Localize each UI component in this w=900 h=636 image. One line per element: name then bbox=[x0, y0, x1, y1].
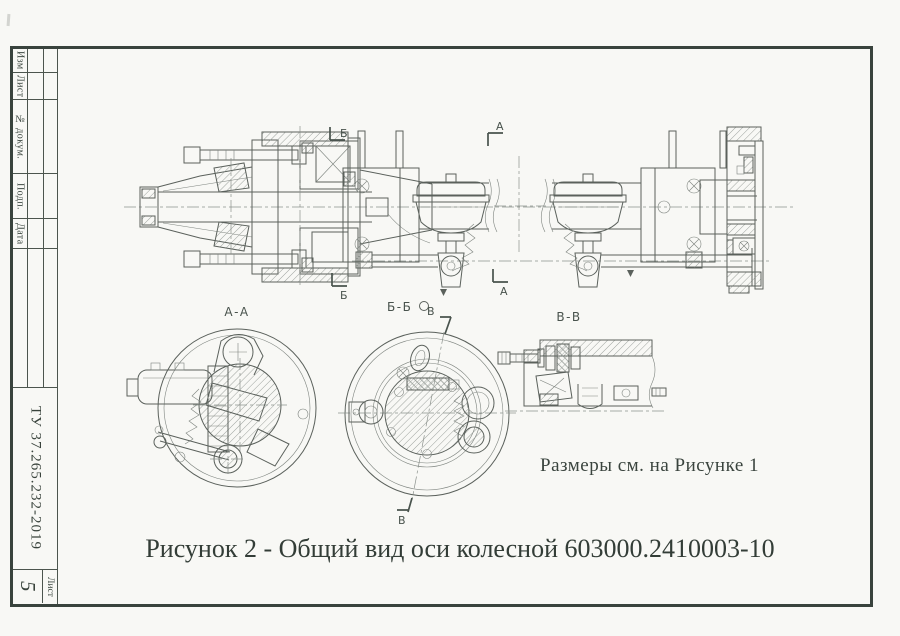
stamp-row-list: Лист bbox=[13, 73, 57, 100]
stamp-row-podp: Подп. bbox=[13, 174, 57, 219]
sheet-label: Лист bbox=[45, 576, 55, 597]
stamp-label-data: Дата bbox=[14, 222, 26, 245]
stamp-column: Изм Лист № докум. Подп. Дата ТУ 37.265.2… bbox=[13, 49, 58, 604]
stamp-row-docnum: № докум. bbox=[13, 100, 57, 174]
stamp-label-list: Лист bbox=[14, 74, 26, 98]
sheet-number: 5 bbox=[16, 581, 40, 592]
stamp-sheet-row: 5 Лист bbox=[13, 570, 57, 603]
sheet-label-cell: Лист bbox=[43, 570, 57, 603]
cut-letter-v: В bbox=[427, 305, 435, 318]
brake-chamber-right bbox=[549, 173, 703, 288]
cut-marker-v-top: В bbox=[427, 305, 452, 335]
section-label-v-v: В-В bbox=[556, 310, 581, 324]
section-label-b-b: Б-Б bbox=[387, 300, 412, 314]
section-label-a-a: А-А bbox=[224, 305, 249, 319]
stamp-label-izm: Изм bbox=[14, 51, 26, 70]
stamp-label-podp: Подп. bbox=[14, 182, 26, 210]
stamp-row-data: Дата bbox=[13, 219, 57, 249]
cut-marker-a-bottom: А bbox=[492, 269, 508, 298]
drawing-frame: Изм Лист № докум. Подп. Дата ТУ 37.265.2… bbox=[10, 46, 873, 607]
main-assembly-view: Б Б А А bbox=[124, 120, 794, 302]
right-hub bbox=[699, 126, 764, 294]
stamp-row-izm: Изм bbox=[13, 49, 57, 73]
cut-letter-b: Б bbox=[340, 289, 348, 302]
section-view-v-v: В-В bbox=[497, 310, 667, 412]
cut-marker-b-bottom: Б bbox=[331, 273, 348, 302]
rotated-view-symbol bbox=[419, 301, 429, 311]
stamp-row-empty bbox=[13, 249, 57, 388]
brake-chamber-left bbox=[355, 173, 490, 296]
section-view-b-b: Б-Б В В bbox=[338, 300, 516, 527]
stamp-label-docnum: № докум. bbox=[14, 113, 26, 160]
dimensions-note: Размеры см. на Рисунке 1 bbox=[540, 455, 760, 476]
cut-letter-a: А bbox=[496, 120, 504, 133]
figure-caption: Рисунок 2 - Общий вид оси колесной 60300… bbox=[145, 534, 775, 563]
cut-letter-a: А bbox=[500, 285, 508, 298]
cut-marker-v-bottom: В bbox=[397, 497, 413, 527]
cut-marker-a-top: А bbox=[487, 120, 504, 146]
section-view-a-a: А-А bbox=[126, 305, 317, 488]
sheet-number-cell: 5 bbox=[13, 570, 43, 603]
doc-number: ТУ 37.265.232-2019 bbox=[27, 406, 44, 551]
axle-beam bbox=[342, 130, 727, 263]
stamp-doc-number-cell: ТУ 37.265.232-2019 bbox=[13, 388, 57, 570]
cut-marker-b-top: Б bbox=[329, 127, 348, 141]
cut-letter-b: Б bbox=[340, 127, 348, 140]
cut-letter-v: В bbox=[398, 514, 406, 527]
